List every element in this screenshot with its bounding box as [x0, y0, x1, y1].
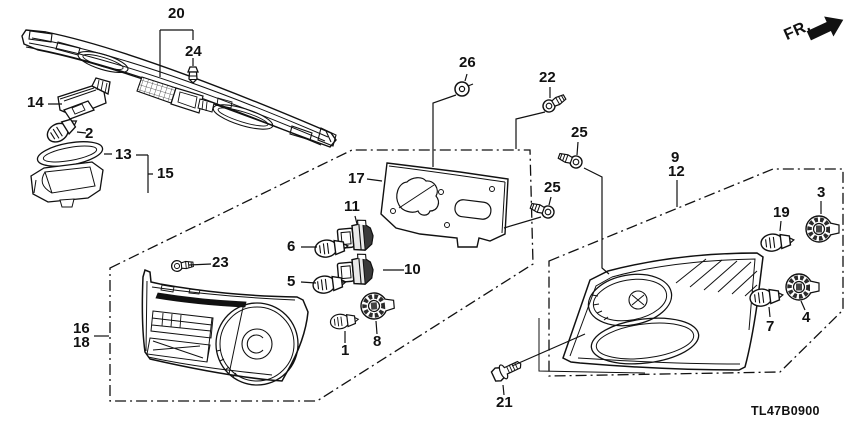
bulb-socket-drawing-3 [806, 216, 839, 242]
part-label-10: 10 [404, 261, 421, 278]
part-label-9: 9 [671, 149, 680, 166]
leader-lines [48, 29, 822, 396]
screw-drawing-25b [528, 199, 557, 221]
part-label-3: 3 [817, 184, 826, 201]
diagram-code: TL47B0900 [751, 404, 820, 418]
part-label-13: 13 [115, 146, 132, 163]
part-label-8: 8 [373, 333, 382, 350]
license-light-housing-drawing [57, 77, 111, 120]
fr-arrow-icon [806, 16, 844, 41]
part-label-5: 5 [287, 273, 296, 290]
outer-taillight-drawing [538, 252, 764, 374]
part-label-6: 6 [287, 238, 296, 255]
inner-taillight-drawing [141, 268, 309, 386]
bulb-socket-drawing-4 [786, 274, 819, 300]
screw-drawing-25a [556, 149, 585, 171]
trunk-garnish-drawing [21, 29, 337, 148]
bulb-socket-drawing-8 [360, 291, 395, 320]
part-label-4: 4 [802, 309, 811, 326]
part-label-1: 1 [341, 342, 350, 359]
part-label-25b: 25 [544, 179, 561, 196]
part-label-21: 21 [496, 394, 513, 411]
bulb-drawing-1 [329, 311, 360, 331]
part-label-14: 14 [27, 94, 44, 111]
part-label-17: 17 [348, 170, 365, 187]
part-label-18: 18 [73, 334, 90, 351]
part-label-25a: 25 [571, 124, 588, 141]
part-label-26: 26 [459, 54, 476, 71]
part-label-20: 20 [168, 5, 185, 22]
part-label-12: 12 [668, 163, 685, 180]
part-label-15: 15 [157, 165, 174, 182]
license-bulb-drawing [43, 113, 82, 147]
bulb-drawing-19 [759, 230, 796, 254]
part-label-24: 24 [185, 43, 202, 60]
part-label-16: 16 [73, 320, 90, 337]
license-lens-drawing [30, 161, 104, 208]
base-gasket-plate-drawing [380, 162, 509, 248]
part-label-19: 19 [773, 204, 790, 221]
screw-drawing-22 [540, 91, 569, 115]
detail-frame-inner-taillight [109, 149, 534, 402]
part-label-7: 7 [766, 318, 775, 335]
part-label-11: 11 [344, 198, 360, 215]
part-label-2: 2 [85, 125, 94, 142]
detail-frame-outer-taillight [548, 168, 844, 377]
grommet-drawing-26 [454, 81, 474, 97]
part-label-22: 22 [539, 69, 556, 86]
part-label-23: 23 [212, 254, 229, 271]
bolt-drawing-21 [489, 356, 525, 385]
